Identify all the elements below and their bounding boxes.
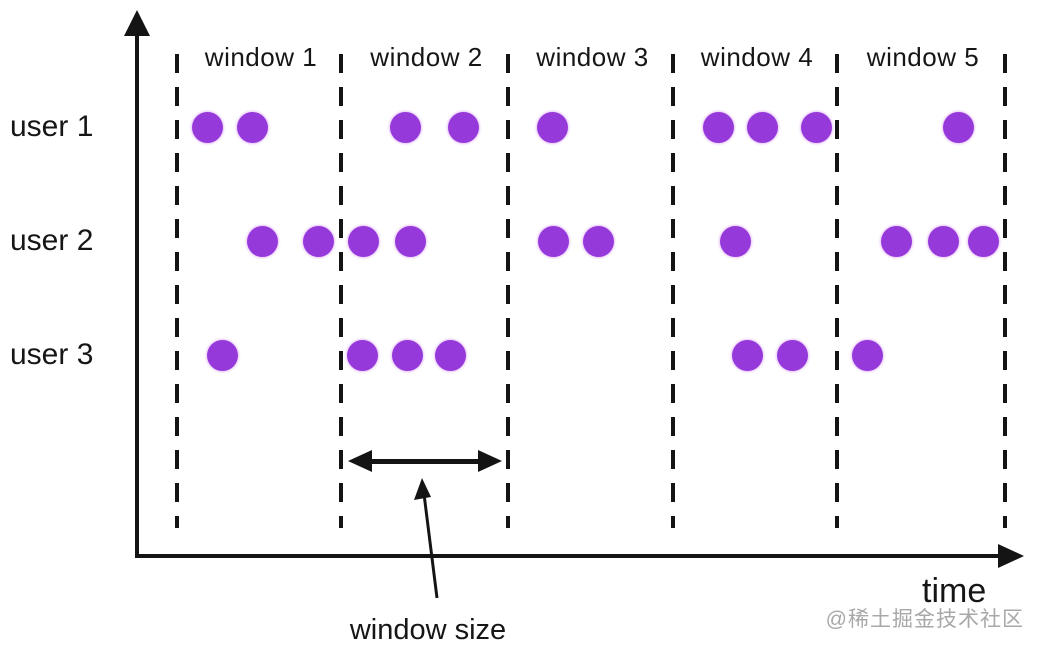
user-label: user 1 [10, 110, 94, 143]
window-boundary-line [835, 54, 839, 528]
event-dot [536, 111, 568, 143]
user-label: user 3 [10, 338, 94, 371]
event-dot [389, 111, 421, 143]
event-dot [731, 339, 763, 371]
event-dot [537, 225, 569, 257]
event-dot [447, 111, 479, 143]
event-dot [236, 111, 268, 143]
event-dot [191, 111, 223, 143]
x-axis-arrowhead-icon [998, 544, 1024, 568]
window-size-label: window size [349, 614, 507, 646]
window-size-arrow-right-icon [478, 450, 502, 472]
window-size-pointer-arrow-icon [414, 478, 439, 599]
window-size-arrow-line [364, 459, 486, 464]
window-boundary-line [671, 54, 675, 528]
event-dot [302, 225, 334, 257]
window-boundary-line [1003, 54, 1007, 528]
event-dot [851, 339, 883, 371]
event-dot [800, 111, 832, 143]
window-boundary-line [506, 54, 510, 528]
time-axis-label: time [922, 572, 987, 610]
window-label: window 1 [204, 42, 318, 72]
window-label: window 2 [370, 42, 483, 72]
event-dot [347, 225, 379, 257]
event-dot [927, 225, 959, 257]
window-label: window 5 [866, 42, 980, 72]
event-dot [702, 111, 734, 143]
window-label: window 4 [700, 42, 814, 72]
event-dot [776, 339, 808, 371]
window-size-arrow-left-icon [348, 450, 372, 472]
event-dot [880, 225, 912, 257]
window-boundary-line [175, 54, 179, 528]
event-dot [394, 225, 426, 257]
event-dot [206, 339, 238, 371]
watermark-text: @稀土掘金技术社区 [825, 608, 1024, 631]
event-dot [434, 339, 466, 371]
event-dot [346, 339, 378, 371]
event-dot [391, 339, 423, 371]
window-label: window 3 [536, 42, 649, 72]
event-dot [582, 225, 614, 257]
x-axis-line [135, 554, 1003, 558]
event-dot [942, 111, 974, 143]
event-dot [746, 111, 778, 143]
event-dot [967, 225, 999, 257]
user-label: user 2 [10, 224, 94, 257]
window-boundary-line [339, 54, 343, 528]
event-dot [246, 225, 278, 257]
y-axis-arrowhead-icon [124, 10, 150, 36]
y-axis-line [135, 28, 139, 558]
event-dot [719, 225, 751, 257]
